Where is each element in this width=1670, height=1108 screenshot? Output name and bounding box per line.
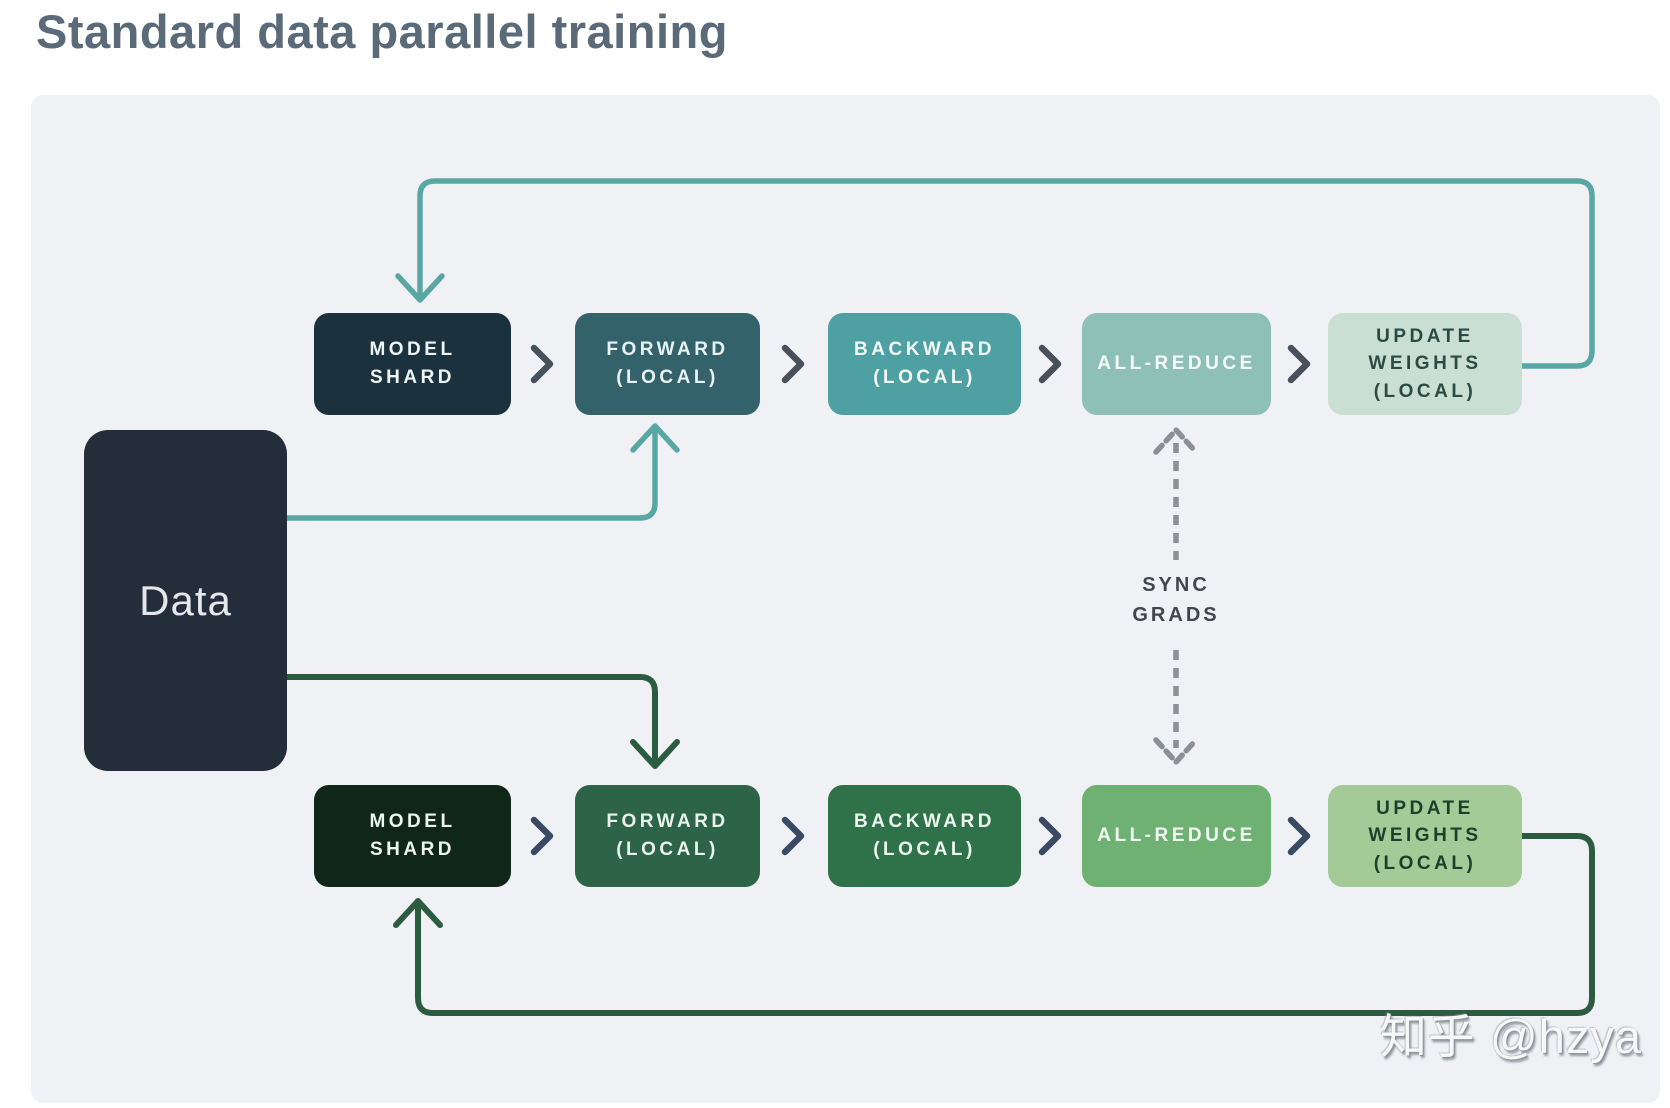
- watermark: 知乎 @hzya: [1379, 1010, 1642, 1063]
- data-box: Data: [84, 430, 287, 771]
- chevron-right-icon: [1038, 816, 1062, 856]
- node-model-shard-top: MODEL SHARD: [314, 313, 511, 415]
- node-forward-local-bottom: FORWARD (LOCAL): [575, 785, 760, 887]
- chevron-right-icon: [1038, 344, 1062, 384]
- data-box-label: Data: [139, 576, 232, 624]
- chevron-right-icon: [781, 344, 805, 384]
- page-title: Standard data parallel training: [36, 5, 728, 58]
- chevron-right-icon: [530, 344, 554, 384]
- node-backward-local-top: BACKWARD (LOCAL): [828, 313, 1021, 415]
- node-forward-local-top: FORWARD (LOCAL): [575, 313, 760, 415]
- node-backward-local-bottom: BACKWARD (LOCAL): [828, 785, 1021, 887]
- node-all-reduce-top: ALL-REDUCE: [1082, 313, 1271, 415]
- node-model-shard-bottom: MODEL SHARD: [314, 785, 511, 887]
- chevron-right-icon: [1287, 816, 1311, 856]
- node-update-weights-bottom: UPDATE WEIGHTS (LOCAL): [1328, 785, 1522, 887]
- node-all-reduce-bottom: ALL-REDUCE: [1082, 785, 1271, 887]
- chevron-right-icon: [530, 816, 554, 856]
- chevron-right-icon: [781, 816, 805, 856]
- node-update-weights-top: UPDATE WEIGHTS (LOCAL): [1328, 313, 1522, 415]
- sync-grads-label: SYNC GRADS: [1132, 574, 1220, 626]
- chevron-right-icon: [1287, 344, 1311, 384]
